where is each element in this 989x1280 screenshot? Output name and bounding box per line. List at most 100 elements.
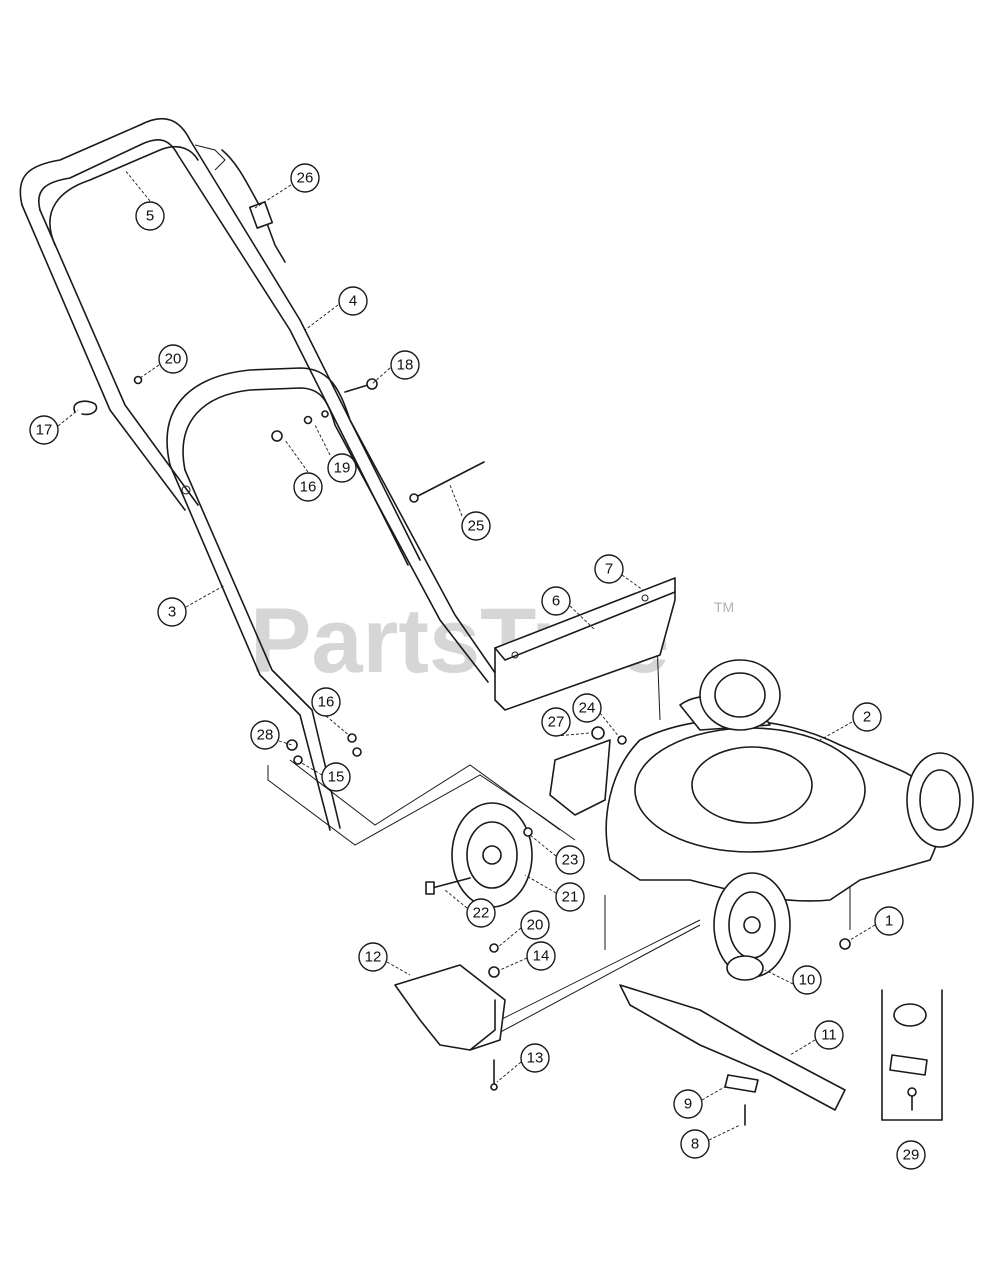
callout-circle bbox=[792, 965, 822, 995]
mower-deck bbox=[605, 695, 940, 902]
callout-circle bbox=[555, 882, 585, 912]
callout-number: 1 bbox=[885, 913, 893, 930]
callout-20: 20 bbox=[520, 910, 550, 940]
throttle-cable bbox=[221, 149, 286, 263]
rear-door bbox=[494, 577, 676, 711]
callout-number: 8 bbox=[691, 1136, 699, 1153]
callout-number: 25 bbox=[468, 518, 485, 535]
callout-circle bbox=[135, 201, 165, 231]
callout-6: 6 bbox=[541, 586, 571, 616]
callout-circle bbox=[293, 472, 323, 502]
callout-circle bbox=[594, 554, 624, 584]
callout-9: 9 bbox=[673, 1089, 703, 1119]
callout-8: 8 bbox=[680, 1129, 710, 1159]
callout-number: 26 bbox=[297, 170, 314, 187]
callout-number: 4 bbox=[349, 293, 357, 310]
callout-4: 4 bbox=[338, 286, 368, 316]
callout-circle bbox=[466, 898, 496, 928]
callout-labels: 1234567891011121314151616171819202021222… bbox=[29, 163, 926, 1170]
callout-circle bbox=[327, 453, 357, 483]
callout-18: 18 bbox=[390, 350, 420, 380]
callout-circle bbox=[541, 707, 571, 737]
callout-27: 27 bbox=[541, 707, 571, 737]
callout-number: 9 bbox=[684, 1096, 692, 1113]
callout-28: 28 bbox=[250, 720, 280, 750]
discharge-chute bbox=[394, 943, 506, 1091]
blade-adapter-kit bbox=[881, 989, 943, 1121]
callout-number: 14 bbox=[533, 948, 550, 965]
callout-circle bbox=[814, 1020, 844, 1050]
callout-22: 22 bbox=[466, 898, 496, 928]
callout-12: 12 bbox=[358, 942, 388, 972]
callout-20: 20 bbox=[158, 344, 188, 374]
callout-7: 7 bbox=[594, 554, 624, 584]
callout-number: 17 bbox=[36, 422, 53, 439]
callout-number: 12 bbox=[365, 949, 382, 966]
callout-circle bbox=[290, 163, 320, 193]
callout-10: 10 bbox=[792, 965, 822, 995]
callout-number: 7 bbox=[605, 561, 613, 578]
callout-circle bbox=[311, 687, 341, 717]
callout-number: 2 bbox=[863, 709, 871, 726]
callout-circle bbox=[250, 720, 280, 750]
callout-13: 13 bbox=[520, 1043, 550, 1073]
callout-circle bbox=[358, 942, 388, 972]
callout-number: 5 bbox=[146, 208, 154, 225]
wheel-hardware bbox=[425, 726, 627, 895]
callout-number: 16 bbox=[300, 479, 317, 496]
callout-circle bbox=[541, 586, 571, 616]
callout-25: 25 bbox=[461, 511, 491, 541]
callout-23: 23 bbox=[555, 845, 585, 875]
callout-26: 26 bbox=[290, 163, 320, 193]
callout-circle bbox=[673, 1089, 703, 1119]
callout-21: 21 bbox=[555, 882, 585, 912]
callout-16: 16 bbox=[293, 472, 323, 502]
callout-circle bbox=[338, 286, 368, 316]
callout-circle bbox=[680, 1129, 710, 1159]
callout-number: 18 bbox=[397, 357, 414, 374]
callout-circle bbox=[555, 845, 585, 875]
callout-circle bbox=[321, 762, 351, 792]
callout-number: 3 bbox=[168, 604, 176, 621]
callout-circle bbox=[520, 910, 550, 940]
callout-circle bbox=[520, 1043, 550, 1073]
callout-2: 2 bbox=[852, 702, 882, 732]
blade-assembly bbox=[619, 938, 851, 1126]
callout-number: 28 bbox=[257, 727, 274, 744]
callout-number: 13 bbox=[527, 1050, 544, 1067]
callout-number: 24 bbox=[579, 700, 596, 717]
callout-circle bbox=[874, 906, 904, 936]
callout-29: 29 bbox=[896, 1140, 926, 1170]
callout-16: 16 bbox=[311, 687, 341, 717]
callout-1: 1 bbox=[874, 906, 904, 936]
callout-circle bbox=[896, 1140, 926, 1170]
callout-circle bbox=[158, 344, 188, 374]
callout-17: 17 bbox=[29, 415, 59, 445]
callout-number: 15 bbox=[328, 769, 345, 786]
callout-24: 24 bbox=[572, 693, 602, 723]
upper-handle bbox=[19, 117, 421, 566]
callout-number: 23 bbox=[562, 852, 579, 869]
callout-circle bbox=[461, 511, 491, 541]
callout-number: 22 bbox=[473, 905, 490, 922]
callout-number: 16 bbox=[318, 694, 335, 711]
callout-circle bbox=[852, 702, 882, 732]
bail-control bbox=[49, 144, 226, 246]
callout-circle bbox=[157, 597, 187, 627]
watermark-trademark: TM bbox=[714, 599, 734, 615]
callout-3: 3 bbox=[157, 597, 187, 627]
handle-hardware bbox=[73, 375, 485, 765]
callout-11: 11 bbox=[814, 1020, 844, 1050]
callout-15: 15 bbox=[321, 762, 351, 792]
callout-number: 11 bbox=[821, 1027, 837, 1044]
callout-circle bbox=[526, 941, 556, 971]
callout-number: 21 bbox=[562, 889, 579, 906]
callout-circle bbox=[29, 415, 59, 445]
callout-number: 10 bbox=[799, 972, 816, 989]
callout-number: 20 bbox=[165, 351, 182, 368]
callout-5: 5 bbox=[135, 201, 165, 231]
callout-19: 19 bbox=[327, 453, 357, 483]
callout-number: 6 bbox=[552, 593, 560, 610]
callout-number: 27 bbox=[548, 714, 565, 731]
